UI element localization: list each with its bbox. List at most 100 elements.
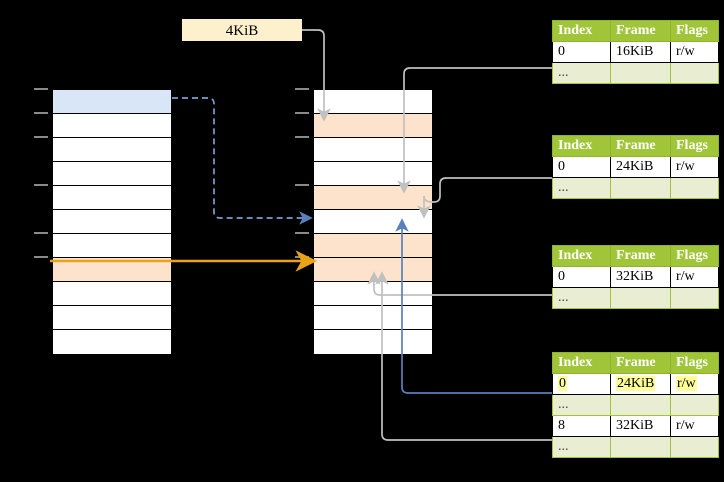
cell-frame: [610, 62, 671, 84]
table-row[interactable]: ...: [552, 394, 719, 416]
physical-memory-row[interactable]: [314, 90, 432, 114]
physical-memory-row[interactable]: [314, 258, 432, 282]
cell-flags: [670, 394, 719, 416]
physical-memory-row[interactable]: [314, 210, 432, 234]
size-label-4kib: 4KiB: [182, 19, 302, 41]
physical-memory-row[interactable]: [314, 186, 432, 210]
size-label-text: 4KiB: [225, 23, 259, 39]
cell-index: 0: [552, 41, 611, 63]
cell-frame: 16KiB: [610, 41, 671, 63]
cell-flags: r/w: [670, 415, 719, 437]
table-row[interactable]: ...: [552, 287, 719, 309]
cell-frame: 32KiB: [610, 266, 671, 288]
cell-frame: [610, 287, 671, 309]
column-header-flags: Flags: [670, 245, 719, 267]
page-directory-row[interactable]: [53, 138, 171, 162]
table-row[interactable]: ...: [552, 436, 719, 458]
page-directory-row[interactable]: [53, 114, 171, 138]
page-directory-row[interactable]: [53, 210, 171, 234]
column-header-index: Index: [552, 352, 611, 374]
column-header-flags: Flags: [670, 352, 719, 374]
physical-memory-row[interactable]: [314, 114, 432, 138]
tick-mark: [295, 256, 309, 258]
physical-memory-row[interactable]: [314, 330, 432, 354]
physical-memory-row[interactable]: [314, 162, 432, 186]
tick-mark: [34, 136, 48, 138]
physical-memory-column: [313, 89, 433, 355]
page-directory-row[interactable]: [53, 330, 171, 354]
cell-frame: 24KiB: [610, 373, 671, 395]
tick-mark: [34, 232, 48, 234]
column-header-frame: Frame: [610, 135, 671, 157]
table-row[interactable]: ...: [552, 62, 719, 84]
physical-memory-row[interactable]: [314, 234, 432, 258]
column-header-index: Index: [552, 135, 611, 157]
cell-frame: [610, 436, 671, 458]
physical-memory-row[interactable]: [314, 138, 432, 162]
page-directory-row[interactable]: [53, 258, 171, 282]
page-directory-row[interactable]: [53, 234, 171, 258]
cell-flags: r/w: [670, 41, 719, 63]
tick-mark: [34, 88, 48, 90]
cell-index: ...: [552, 436, 611, 458]
cell-index: ...: [552, 177, 611, 199]
tick-mark: [295, 232, 309, 234]
highlighted-value: 0: [558, 376, 567, 391]
cell-index: 8: [552, 415, 611, 437]
page-directory-row[interactable]: [53, 90, 171, 114]
tick-mark: [34, 184, 48, 186]
tick-mark: [34, 112, 48, 114]
cell-index: 0: [552, 156, 611, 178]
table-row[interactable]: 0 24KiB r/w: [552, 373, 719, 395]
cell-index: ...: [552, 394, 611, 416]
cell-index: 0: [552, 373, 611, 395]
highlighted-value: r/w: [676, 376, 697, 391]
column-header-flags: Flags: [670, 20, 719, 42]
connector-pt2-to-memory: [417, 177, 552, 219]
cell-flags: r/w: [670, 373, 719, 395]
cell-flags: [670, 62, 719, 84]
page-directory-row[interactable]: [53, 282, 171, 306]
cell-flags: r/w: [670, 266, 719, 288]
cell-frame: 24KiB: [610, 156, 671, 178]
highlighted-value: 24KiB: [616, 376, 656, 391]
tick-mark: [34, 256, 48, 258]
cell-frame: [610, 394, 671, 416]
cell-flags: [670, 287, 719, 309]
column-header-frame: Frame: [610, 352, 671, 374]
cell-flags: [670, 177, 719, 199]
cell-flags: [670, 436, 719, 458]
cell-index: ...: [552, 62, 611, 84]
cell-index: 0: [552, 266, 611, 288]
column-header-index: Index: [552, 20, 611, 42]
tick-mark: [295, 136, 309, 138]
physical-memory-row[interactable]: [314, 306, 432, 330]
page-directory-row[interactable]: [53, 162, 171, 186]
column-header-frame: Frame: [610, 245, 671, 267]
column-header-flags: Flags: [670, 135, 719, 157]
cell-frame: [610, 177, 671, 199]
cell-frame: 32KiB: [610, 415, 671, 437]
table-row[interactable]: ...: [552, 177, 719, 199]
column-header-index: Index: [552, 245, 611, 267]
tick-mark: [295, 184, 309, 186]
cell-index: ...: [552, 287, 611, 309]
page-directory-row[interactable]: [53, 306, 171, 330]
column-header-frame: Frame: [610, 20, 671, 42]
physical-memory-row[interactable]: [314, 282, 432, 306]
tick-mark: [295, 112, 309, 114]
page-directory-row[interactable]: [53, 186, 171, 210]
